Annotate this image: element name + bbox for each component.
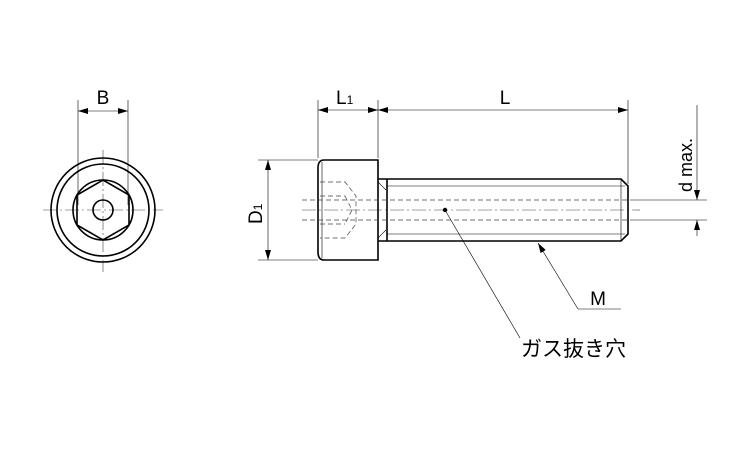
label-L: L xyxy=(500,88,511,109)
label-M: M xyxy=(590,289,606,310)
label-B: B xyxy=(97,88,110,109)
gas-vent-hole-end xyxy=(92,199,114,221)
label-D1: D1 xyxy=(246,203,267,224)
side-view: L1 L D1 d max. ガス抜き穴 M xyxy=(246,88,707,361)
screw-head xyxy=(317,159,379,261)
hex-socket-icon xyxy=(76,179,130,241)
label-d-max: d max. xyxy=(676,138,696,192)
end-view: B xyxy=(43,88,163,272)
gas-vent-leader xyxy=(444,209,521,339)
label-gas-vent-hole: ガス抜き穴 xyxy=(521,338,626,361)
screw-shank xyxy=(378,178,629,242)
label-L1: L1 xyxy=(336,88,354,109)
